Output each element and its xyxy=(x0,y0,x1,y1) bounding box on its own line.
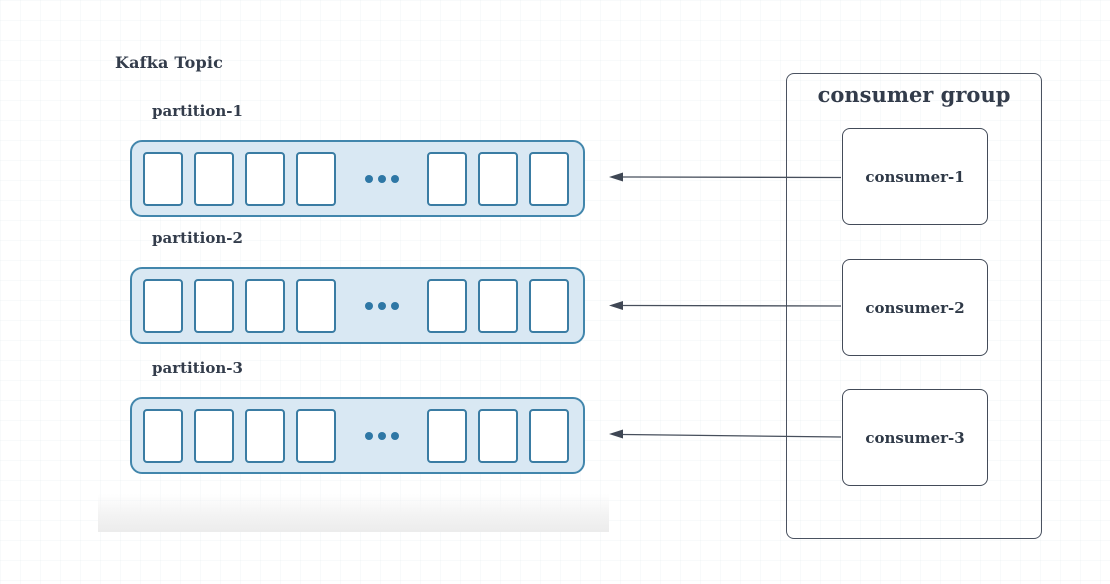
message-slot xyxy=(194,151,234,206)
ellipsis-icon xyxy=(347,142,416,215)
partition-2-box xyxy=(130,267,585,344)
message-slot xyxy=(478,408,518,463)
consumer-2-label: consumer-2 xyxy=(865,298,965,317)
ellipsis-icon xyxy=(347,269,416,342)
message-slot xyxy=(194,408,234,463)
message-slot xyxy=(529,408,569,463)
partition-3-label: partition-3 xyxy=(152,359,243,377)
message-slot xyxy=(296,278,336,333)
message-slot xyxy=(427,278,467,333)
message-slot xyxy=(245,151,285,206)
consumer-1-label: consumer-1 xyxy=(865,167,965,186)
ellipsis-icon xyxy=(347,399,416,472)
partition-1-label: partition-1 xyxy=(152,102,243,120)
message-slot xyxy=(245,278,285,333)
message-slot xyxy=(427,408,467,463)
message-slot xyxy=(194,278,234,333)
message-slot xyxy=(296,408,336,463)
consumer-3-box: consumer-3 xyxy=(842,389,988,486)
partition-3-box xyxy=(130,397,585,474)
message-slot xyxy=(143,151,183,206)
message-slot xyxy=(427,151,467,206)
message-slot xyxy=(143,278,183,333)
message-slot xyxy=(296,151,336,206)
message-slot xyxy=(478,278,518,333)
message-slot xyxy=(245,408,285,463)
background-fade-band xyxy=(98,494,609,532)
consumer-3-label: consumer-3 xyxy=(865,428,965,447)
consumer-group-title: consumer group xyxy=(817,82,1011,107)
consumer-2-box: consumer-2 xyxy=(842,259,988,356)
message-slot xyxy=(143,408,183,463)
message-slot xyxy=(529,151,569,206)
message-slot xyxy=(478,151,518,206)
partition-2-label: partition-2 xyxy=(152,229,243,247)
partition-1-box xyxy=(130,140,585,217)
kafka-topic-label: Kafka Topic xyxy=(115,53,224,72)
consumer-group-box: consumer group consumer-1 consumer-2 con… xyxy=(786,73,1042,539)
consumer-1-box: consumer-1 xyxy=(842,128,988,225)
message-slot xyxy=(529,278,569,333)
